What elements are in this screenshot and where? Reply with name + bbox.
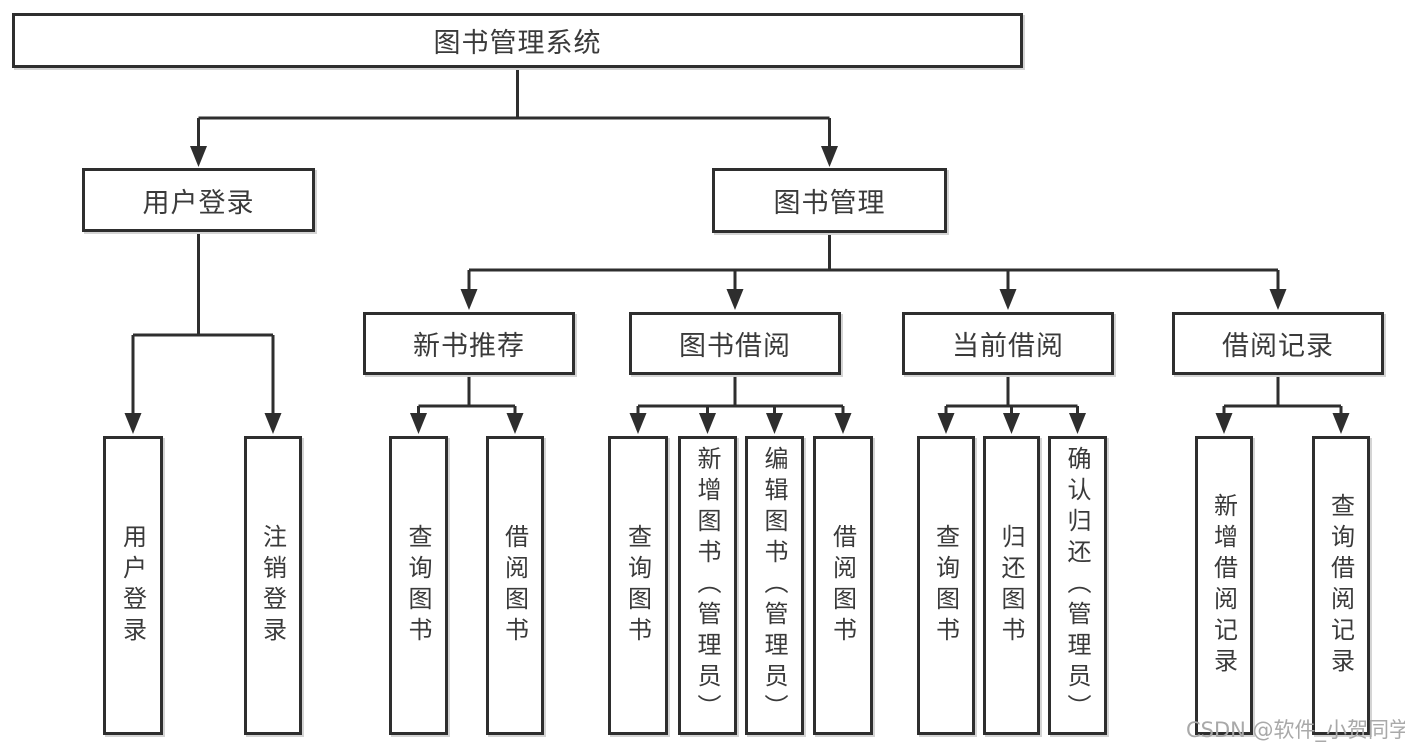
leaf-user-login: 用户登录 (103, 436, 163, 735)
node-current-borrow: 当前借阅 (902, 312, 1114, 375)
leaf-add-borrow-record-label: 新增借阅记录 (1209, 492, 1238, 679)
leaf-edit-book-admin: 编辑图书（管理员） (745, 436, 804, 735)
leaf-add-book-admin-label: 新增图书（管理员） (693, 446, 721, 725)
leaf-borrow-books-borrow-label: 借阅图书 (828, 523, 857, 648)
node-book-management-label: 图书管理 (773, 188, 886, 219)
leaf-query-books-current: 查询图书 (917, 436, 975, 735)
leaf-logout: 注销登录 (244, 436, 302, 735)
csdn-watermark: CSDN @软件_小贺同学 (1186, 718, 1405, 742)
node-user-login-label: 用户登录 (142, 187, 255, 219)
leaf-return-book: 归还图书 (983, 436, 1040, 735)
leaf-borrow-books-borrow: 借阅图书 (813, 436, 873, 735)
node-borrow-records: 借阅记录 (1172, 312, 1384, 375)
leaf-query-books-current-label: 查询图书 (931, 523, 960, 648)
leaf-edit-book-admin-label: 编辑图书（管理员） (760, 446, 788, 725)
node-user-login: 用户登录 (82, 168, 315, 232)
leaf-return-book-label: 归还图书 (997, 523, 1025, 648)
node-book-borrow-label: 图书借阅 (679, 331, 791, 362)
leaf-query-borrow-record: 查询借阅记录 (1312, 436, 1370, 735)
node-new-book-recommend-label: 新书推荐 (413, 331, 525, 362)
leaf-query-books-recommend: 查询图书 (389, 436, 448, 735)
node-book-borrow: 图书借阅 (629, 312, 841, 375)
leaf-query-books-borrow: 查询图书 (608, 436, 668, 735)
leaf-confirm-return-admin-label: 确认归还（管理员） (1063, 446, 1091, 725)
leaf-add-borrow-record: 新增借阅记录 (1195, 436, 1253, 735)
leaf-borrow-books-recommend-label: 借阅图书 (500, 523, 529, 648)
leaf-query-books-borrow-label: 查询图书 (623, 523, 652, 648)
leaf-confirm-return-admin: 确认归还（管理员） (1048, 436, 1107, 735)
leaf-add-book-admin: 新增图书（管理员） (678, 436, 737, 735)
node-root-system: 图书管理系统 (12, 13, 1023, 68)
leaf-query-books-recommend-label: 查询图书 (404, 523, 432, 648)
node-borrow-records-label: 借阅记录 (1222, 331, 1334, 362)
leaf-borrow-books-recommend: 借阅图书 (486, 436, 544, 735)
node-book-management: 图书管理 (712, 168, 947, 233)
node-new-book-recommend: 新书推荐 (363, 312, 575, 375)
leaf-logout-label: 注销登录 (258, 523, 287, 648)
leaf-user-login-label: 用户登录 (118, 523, 147, 648)
leaf-query-borrow-record-label: 查询借阅记录 (1326, 492, 1355, 679)
node-current-borrow-label: 当前借阅 (952, 331, 1064, 362)
node-root-label: 图书管理系统 (433, 28, 602, 59)
